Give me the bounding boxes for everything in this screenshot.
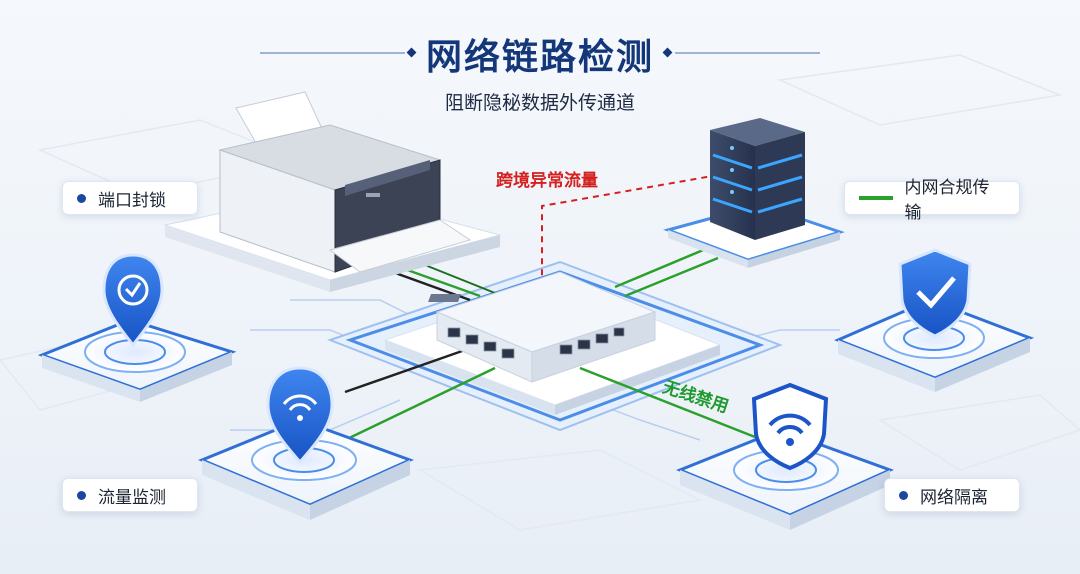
port-lock-label: 端口封锁 xyxy=(62,181,198,215)
wireless-shield-icon xyxy=(751,382,829,471)
title-block: 网络链路检测 xyxy=(0,28,1080,80)
traffic-monitor-wifi-icon xyxy=(266,366,334,465)
network-isolation-label: 网络隔离 xyxy=(884,478,1020,512)
page-title: 网络链路检测 xyxy=(425,37,654,78)
port-lock-text: 端口封锁 xyxy=(98,190,166,211)
printer xyxy=(218,91,472,273)
bullet-dot-icon xyxy=(899,490,908,500)
bullet-dot-icon xyxy=(77,490,86,500)
network-isolation-text: 网络隔离 xyxy=(920,487,988,508)
traffic-monitor-text: 流量监测 xyxy=(98,487,166,508)
traffic-monitor-label: 流量监测 xyxy=(62,478,198,512)
port-lock-shield-icon xyxy=(102,253,164,348)
cross-border-traffic-label: 跨境异常流量 xyxy=(496,171,598,191)
compliance-shield-icon xyxy=(898,248,972,338)
intranet-transfer-text: 内网合规传输 xyxy=(904,178,990,223)
green-line-legend-icon xyxy=(859,196,893,200)
page-subtitle: 阻断隐秘数据外传通道 xyxy=(444,92,635,114)
network-switch xyxy=(428,271,657,383)
intranet-transfer-label: 内网合规传输 xyxy=(844,178,1020,223)
port-lock-pad xyxy=(37,318,237,402)
title-decoration xyxy=(260,47,820,58)
traffic-monitor-pad xyxy=(198,418,414,520)
compliance-pad xyxy=(834,298,1035,392)
bullet-dot-icon xyxy=(77,193,86,203)
server xyxy=(710,118,805,240)
